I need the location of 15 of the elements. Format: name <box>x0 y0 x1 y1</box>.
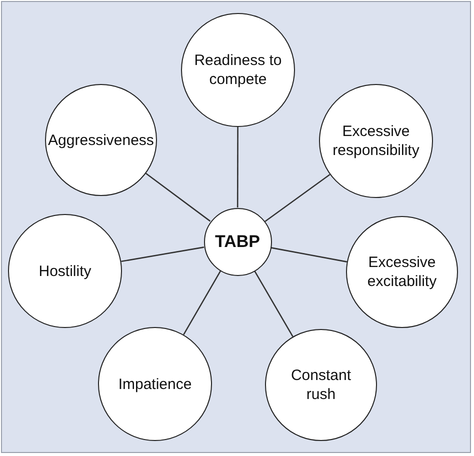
node-label: Excessive responsibility <box>332 122 420 160</box>
connector-line <box>236 127 238 208</box>
node-label: Impatience <box>118 374 192 394</box>
connector-line <box>121 246 204 262</box>
node-label: TABP <box>214 232 260 251</box>
node-label: Aggressiveness <box>48 130 154 150</box>
node-label: Constant rush <box>290 366 352 404</box>
connector-line <box>183 270 222 336</box>
node-label: Excessive excitability <box>366 253 438 291</box>
connector-line <box>270 247 348 262</box>
node-label: Hostility <box>38 262 92 280</box>
connector-line <box>264 174 330 222</box>
connector-line <box>146 172 211 222</box>
node-label: Readiness to compete <box>193 51 283 89</box>
connector-line <box>254 270 294 337</box>
